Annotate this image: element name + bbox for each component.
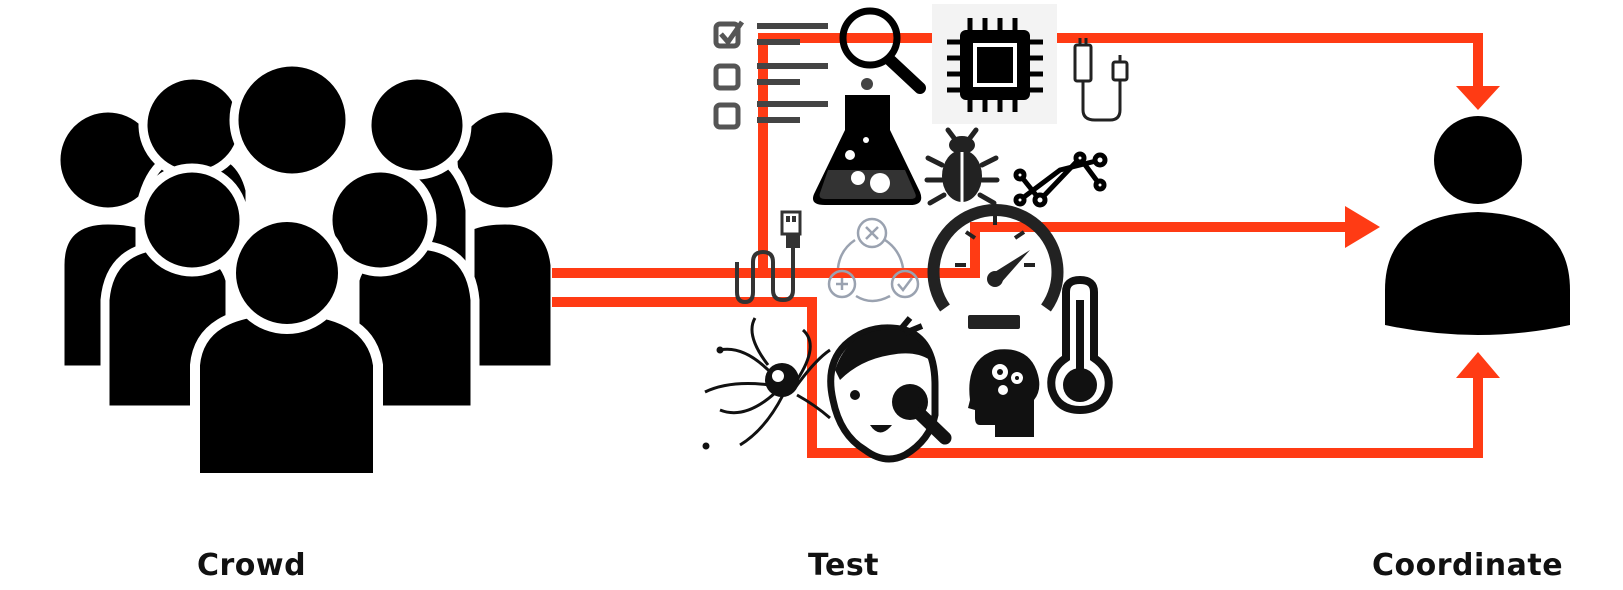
face-inspect-icon	[827, 316, 952, 463]
usb-cable-icon	[735, 210, 802, 305]
speedometer-icon	[927, 204, 1064, 329]
coordinate-label: Coordinate	[1372, 548, 1564, 583]
test-label: Test	[808, 548, 880, 583]
crowd-label: Crowd	[197, 548, 307, 583]
thermometer-icon	[1047, 275, 1113, 415]
brain-head-icon	[968, 349, 1040, 437]
flow-lines	[552, 33, 1483, 458]
arrowhead-bottom	[1456, 352, 1500, 378]
flask-icon	[812, 78, 922, 205]
flow-line-middle	[763, 222, 1355, 278]
charger-icon	[1073, 38, 1129, 122]
bug-icon	[924, 127, 1000, 206]
flow-arrowheads	[1345, 86, 1500, 378]
flow-line-top	[552, 33, 1483, 278]
checklist-icon	[713, 20, 828, 130]
graph-icon	[1013, 151, 1108, 208]
arrowhead-middle	[1345, 206, 1380, 248]
flow-line-bottom	[552, 297, 1483, 458]
crowd-icon	[51, 57, 562, 483]
chip-icon	[932, 4, 1057, 124]
person-icon	[1385, 116, 1570, 335]
arrowhead-top	[1456, 86, 1500, 110]
cycle-icon	[827, 217, 920, 303]
virus-icon	[702, 317, 831, 450]
magnifier-icon	[839, 7, 926, 94]
